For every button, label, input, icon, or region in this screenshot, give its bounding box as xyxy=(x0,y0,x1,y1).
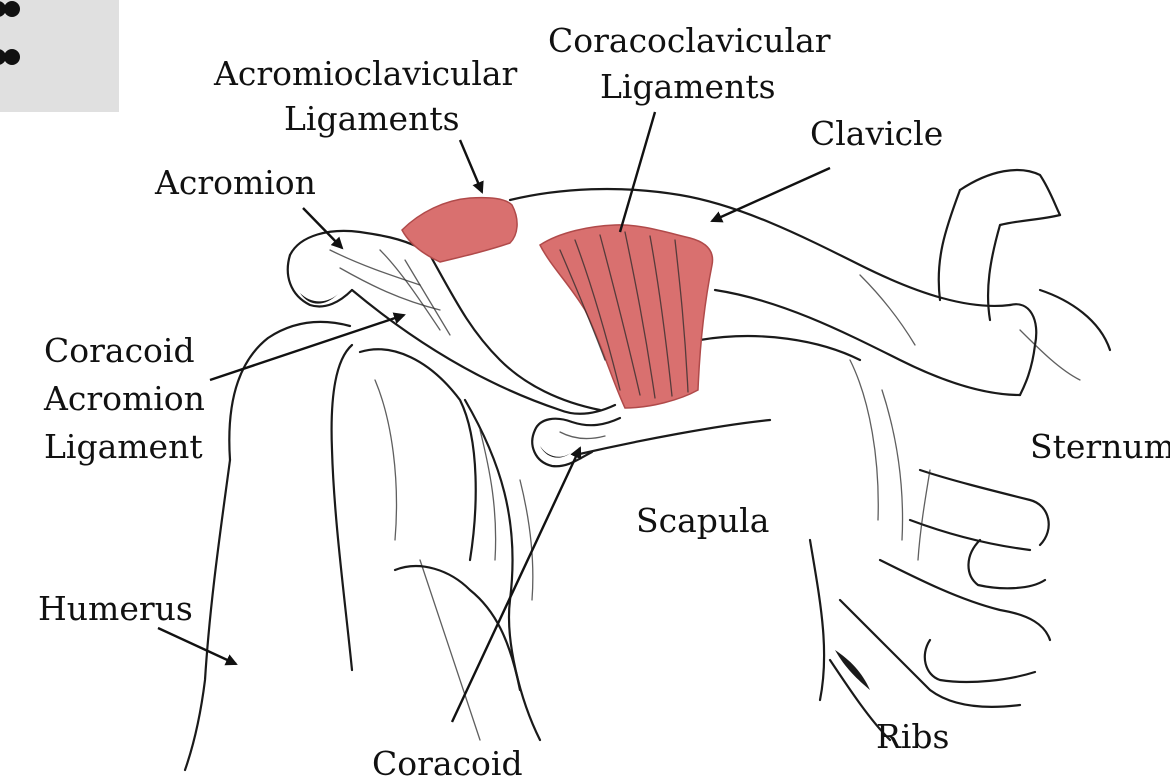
text-labels: Coracoclavicular Ligaments Acromioclavic… xyxy=(38,21,1170,783)
corner-badge xyxy=(0,0,119,112)
coracoid-arrow xyxy=(452,448,580,722)
label-humerus: Humerus xyxy=(38,589,193,628)
label-coracoid-acromion-3: Ligament xyxy=(44,427,203,466)
label-clavicle: Clavicle xyxy=(810,114,943,153)
label-acromioclavicular-1: Acromioclavicular xyxy=(213,54,518,93)
acromion-arrow xyxy=(303,208,342,248)
label-acromioclavicular-2: Ligaments xyxy=(284,99,460,138)
coracoclavicular-arrow xyxy=(620,112,655,232)
label-coracoid-acromion-1: Coracoid xyxy=(44,331,195,370)
label-scapula: Scapula xyxy=(636,501,769,540)
coracoid-acromion-arrow xyxy=(210,315,404,380)
ribs-bones xyxy=(830,470,1050,740)
label-acromion: Acromion xyxy=(154,163,316,202)
label-sternum: Sternum xyxy=(1030,427,1170,466)
acromioclavicular-ligament xyxy=(402,198,517,262)
label-coracoid-acromion-2: Acromion xyxy=(43,379,205,418)
clavicle-arrow xyxy=(712,168,830,221)
label-ribs: Ribs xyxy=(876,717,949,756)
humerus-bone xyxy=(185,322,480,770)
label-coracoid: Coracoid xyxy=(372,744,523,783)
label-coracoclavicular-2: Ligaments xyxy=(600,67,776,106)
coracoclavicular-ligament xyxy=(540,225,713,408)
label-coracoclavicular-1: Coracoclavicular xyxy=(548,21,831,60)
acromioclavicular-arrow xyxy=(460,140,482,192)
humerus-arrow xyxy=(158,628,236,664)
sternum-bone xyxy=(939,170,1110,380)
